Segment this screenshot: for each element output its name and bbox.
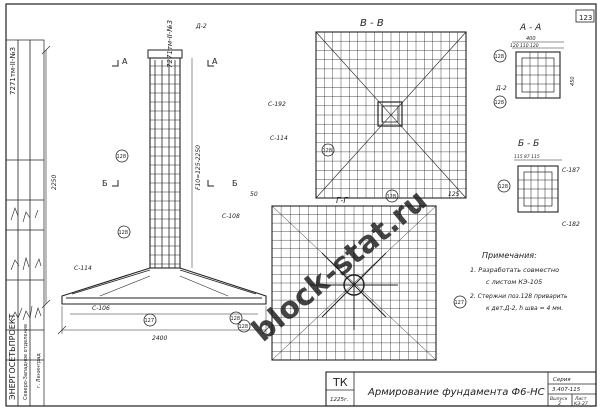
callout-c187: С-187: [562, 167, 580, 174]
bubble: 127: [455, 300, 465, 306]
callout-c182: С-182: [562, 221, 580, 228]
gg-bubbles: 128 127: [237, 295, 467, 333]
issue-value: 2: [558, 401, 561, 407]
left-stamp: ЭНЕРГОСЕТЬПРОЕКТ Северо-Западное отделен…: [5, 39, 45, 407]
dim-50: 50: [250, 191, 258, 198]
notes-block: Примечания: 1. Разработать совместно с л…: [470, 251, 568, 312]
cut-a-right: А: [212, 57, 218, 66]
cut-b-right: Б: [232, 179, 238, 188]
issue-label: Выпуск: [550, 396, 568, 402]
bubble: 127: [145, 318, 155, 324]
section-bb-title: Б - Б: [518, 139, 539, 149]
callout-c108: С-108: [222, 213, 240, 220]
series-label: Серия: [553, 377, 571, 383]
callout-d2-aa: Д-2: [495, 85, 507, 92]
bubble: 128: [117, 154, 127, 160]
note-line: к дет.Д-2, h шва = 4 мм.: [486, 305, 563, 312]
side-code-column: 7271тм-II-№3: [166, 20, 174, 68]
callout-c114: С-114: [270, 135, 288, 142]
sheet-label: Лист: [574, 396, 587, 402]
org-branch: Северо-Западное отделение: [23, 324, 29, 400]
vv-bubbles: 128 128: [321, 143, 399, 203]
aa-bubbles: 128 128: [493, 49, 507, 109]
dim-bb-split: 115 87 115: [514, 154, 540, 160]
bubble: 128: [495, 54, 505, 60]
callout-c106: С-106: [92, 305, 110, 312]
bb-bubbles: 128: [497, 179, 511, 193]
bubble: 128: [231, 316, 241, 322]
elevation-view: [41, 45, 271, 335]
bubble: 128: [495, 100, 505, 106]
sheet-number: 123: [579, 14, 592, 22]
sheet-number-box: [575, 9, 595, 23]
section-gg-plan: [271, 205, 437, 361]
dim-spacing: F10=125-2250: [195, 145, 202, 190]
side-code: 7271тм-II-№3: [9, 47, 17, 95]
sheet-value: КЭ-27: [574, 401, 588, 407]
note-line: 2. Стержни поз.128 приварить: [470, 293, 568, 300]
cut-a-left: А: [122, 57, 128, 66]
section-gg-title: Г-Г: [336, 196, 348, 205]
cut-b-left: Б: [102, 179, 108, 188]
note-line: 1. Разработать совместно: [470, 266, 559, 274]
dim-width: 2400: [152, 335, 167, 342]
title-block: [325, 371, 597, 407]
section-vv-plan: [315, 31, 467, 199]
section-aa-title: А - А: [519, 23, 541, 33]
main-title: Армирование фундамента Ф6-НС: [367, 387, 545, 398]
bubble: 128: [499, 184, 509, 190]
section-aa: [512, 41, 564, 99]
section-vv-title: В - В: [360, 18, 384, 29]
org-name: ЭНЕРГОСЕТЬПРОЕКТ: [8, 313, 17, 400]
note-line: с листом КЭ-105: [486, 278, 542, 286]
bubble: 128: [239, 324, 249, 330]
stamp-code: ТК: [332, 376, 348, 389]
stamp-date: 1225г.: [330, 397, 349, 403]
callout-c114-left: С-114: [74, 265, 92, 272]
dim-aa-split: 120 110 120: [510, 43, 539, 49]
org-city: г. Ленинград: [36, 353, 42, 388]
bubble: 128: [323, 148, 333, 154]
series-code: 3.407-115: [552, 387, 581, 393]
dim-height: 2250: [51, 175, 58, 190]
bubble: 128: [387, 194, 397, 200]
sheet-frame: [5, 3, 597, 407]
bubble: 128: [119, 230, 129, 236]
elevation-bubbles: 128 128 127 128: [115, 149, 243, 327]
dim-125: 125: [448, 191, 460, 198]
section-bb: [514, 159, 562, 213]
dim-aa-width: 400: [526, 36, 536, 42]
callout-c192: С-192: [268, 101, 286, 108]
notes-heading: Примечания:: [482, 251, 537, 260]
callout-d2: Д-2: [195, 23, 207, 30]
dim-aa-side: 450: [570, 76, 576, 86]
